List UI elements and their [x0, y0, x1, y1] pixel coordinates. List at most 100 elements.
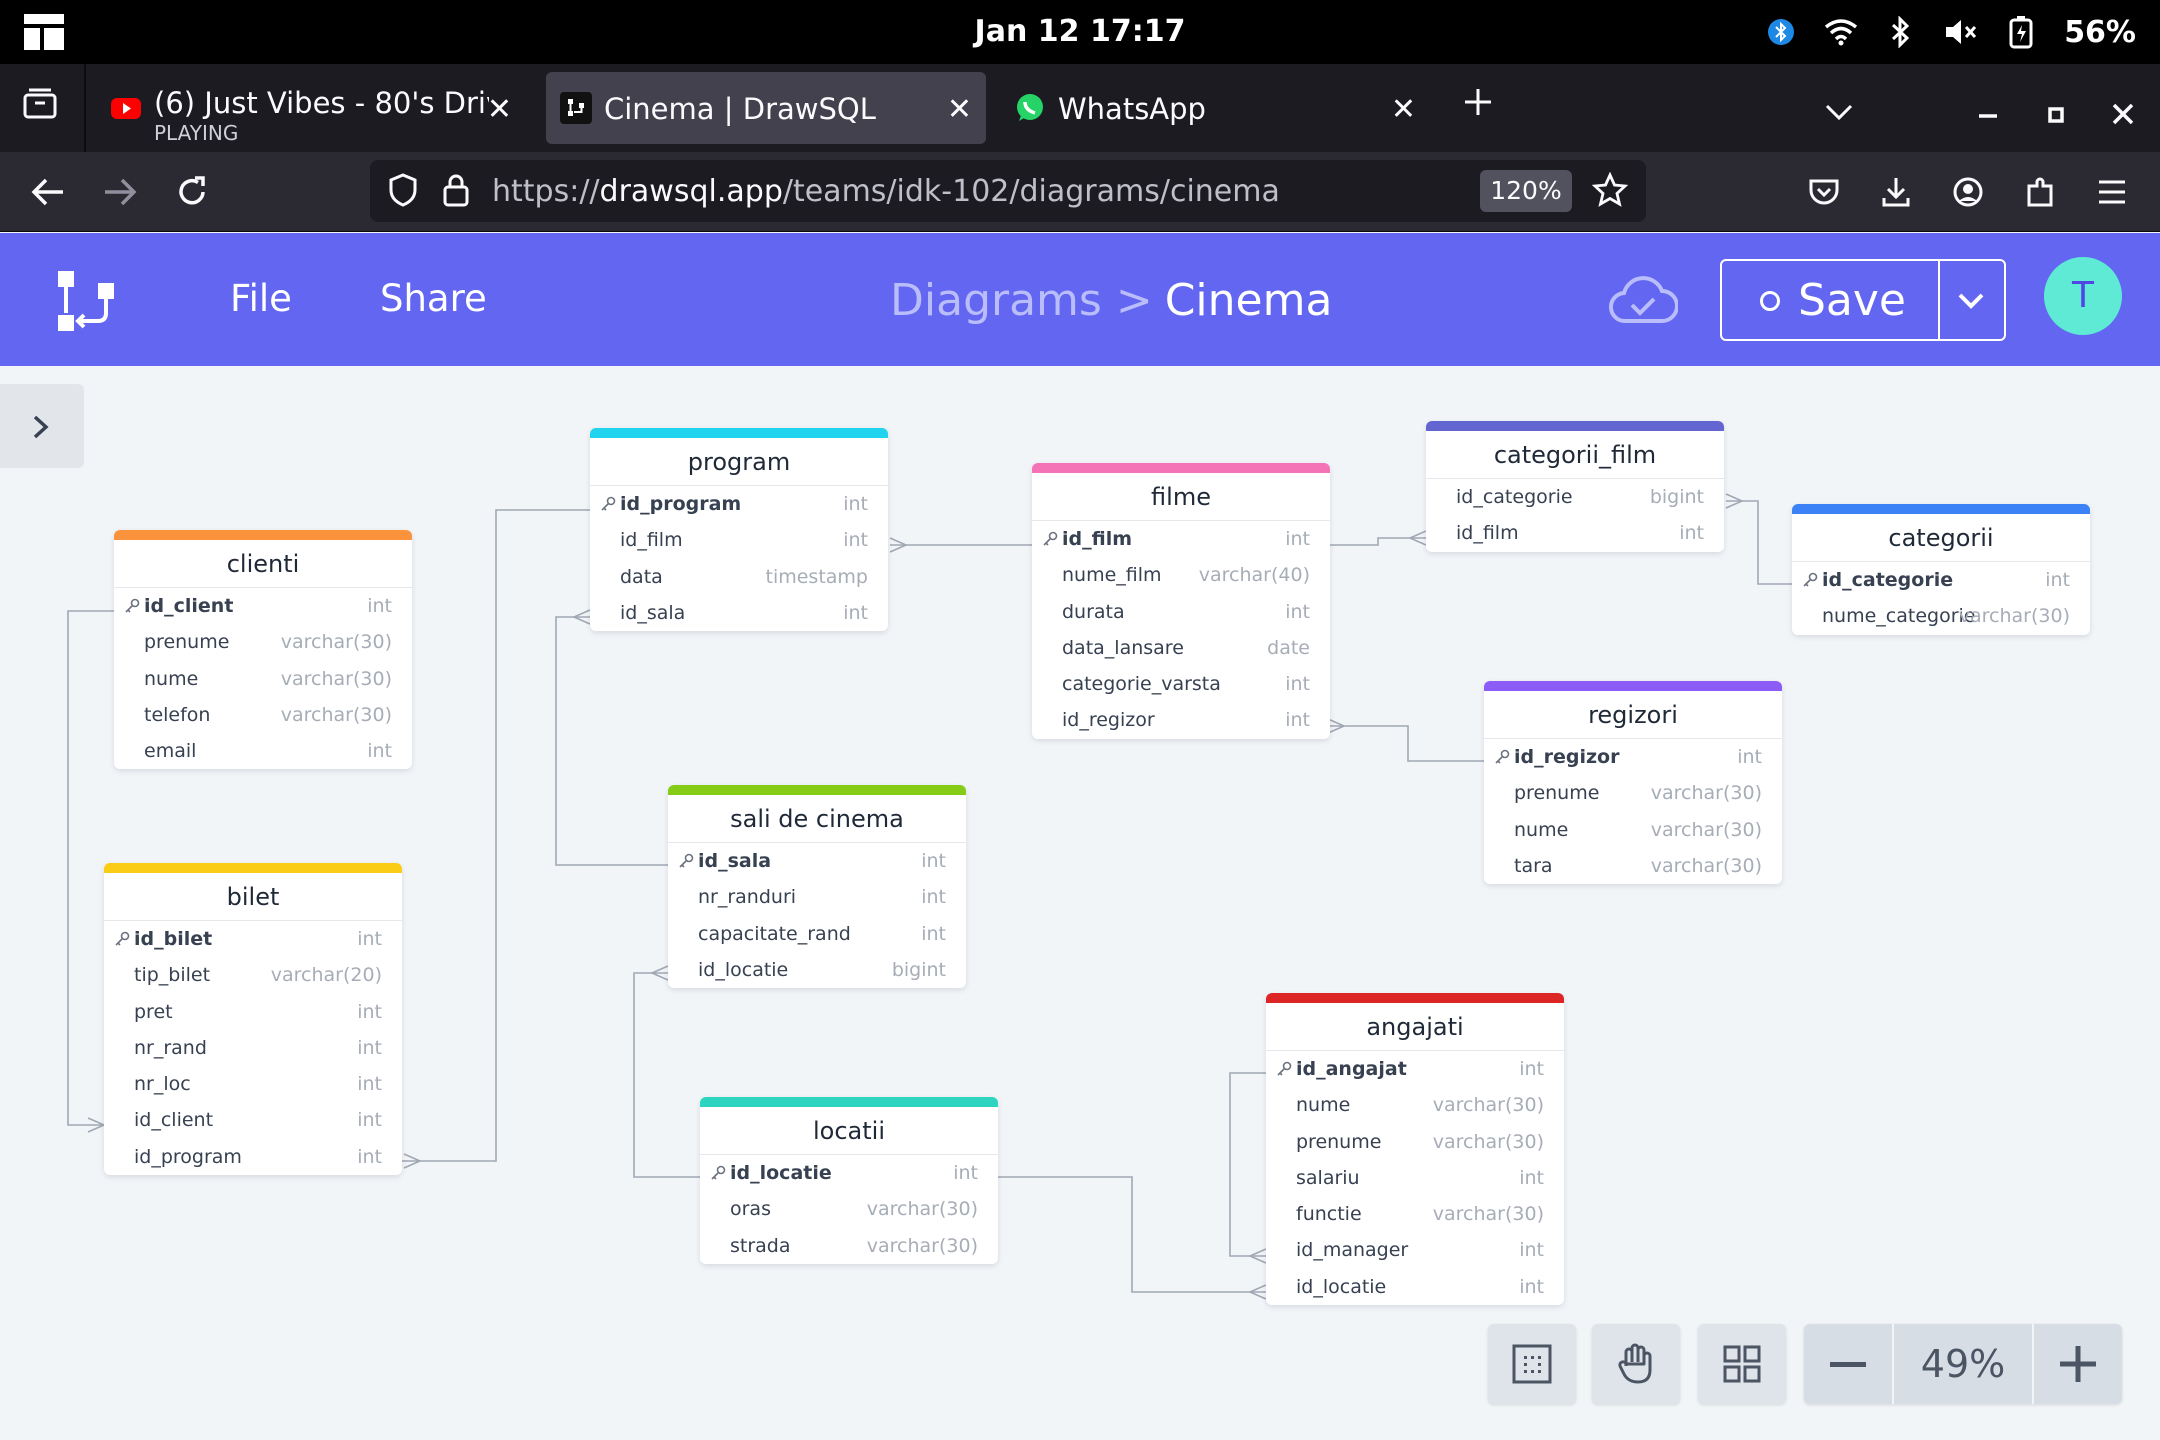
list-all-tabs-icon[interactable]: [1824, 92, 1854, 132]
breadcrumb-diagrams[interactable]: Diagrams >: [890, 275, 1153, 326]
reload-button[interactable]: [170, 170, 214, 214]
url-bar[interactable]: https://drawsql.app/teams/idk-102/diagra…: [370, 160, 1646, 222]
maximize-window-icon[interactable]: [2046, 94, 2066, 134]
table-name[interactable]: angajati: [1266, 993, 1564, 1051]
new-tab-button[interactable]: [1462, 86, 1494, 127]
table-name[interactable]: bilet: [104, 863, 402, 921]
table-name[interactable]: filme: [1032, 463, 1330, 521]
table-name[interactable]: categorii: [1792, 504, 2090, 562]
pan-tool-button[interactable]: [1592, 1324, 1680, 1404]
table-name[interactable]: sali de cinema: [668, 785, 966, 843]
tab-whatsapp[interactable]: WhatsApp ✕: [1000, 72, 1430, 144]
share-menu[interactable]: Share: [380, 277, 487, 320]
url-text[interactable]: https://drawsql.app/teams/idk-102/diagra…: [492, 174, 1280, 209]
shield-icon[interactable]: [388, 173, 418, 211]
table-name[interactable]: program: [590, 428, 888, 486]
forward-button[interactable]: [98, 170, 142, 214]
diagram-title[interactable]: Cinema: [1164, 275, 1333, 326]
app-menu-icon[interactable]: [2090, 170, 2134, 214]
zoom-out-button[interactable]: [1804, 1324, 1892, 1404]
close-tab-icon[interactable]: ✕: [486, 92, 512, 127]
close-tab-icon[interactable]: ✕: [946, 92, 972, 127]
minimize-window-icon[interactable]: [1978, 86, 1998, 131]
downloads-icon[interactable]: [1874, 170, 1918, 214]
sidebar-toggle[interactable]: [0, 384, 84, 468]
tab-drawsql[interactable]: Cinema | DrawSQL ✕: [546, 72, 986, 144]
tab-overview-icon[interactable]: [22, 86, 58, 129]
close-tab-icon[interactable]: ✕: [1390, 92, 1416, 127]
table-name[interactable]: regizori: [1484, 681, 1782, 739]
file-menu[interactable]: File: [230, 277, 292, 320]
save-options-chevron-icon[interactable]: [1956, 291, 1986, 315]
arrange-tables-button[interactable]: [1698, 1324, 1786, 1404]
page-zoom-indicator[interactable]: 120%: [1480, 170, 1572, 212]
zoom-level[interactable]: 49%: [1894, 1324, 2032, 1404]
table-name[interactable]: clienti: [114, 530, 412, 588]
save-button[interactable]: Save: [1720, 259, 2006, 341]
user-avatar[interactable]: T: [2044, 257, 2122, 335]
table-name[interactable]: locatii: [700, 1097, 998, 1155]
tab-youtube[interactable]: (6) Just Vibes - 80's Drivin PLAYING ✕: [96, 72, 526, 145]
lock-icon[interactable]: [442, 172, 470, 212]
table-name[interactable]: categorii_film: [1426, 421, 1724, 479]
extensions-icon[interactable]: [2018, 170, 2062, 214]
close-window-icon[interactable]: [2112, 94, 2134, 134]
activities-icon[interactable]: [24, 14, 64, 50]
account-icon[interactable]: [1946, 170, 1990, 214]
fit-to-screen-button[interactable]: [1488, 1324, 1576, 1404]
zoom-in-button[interactable]: [2034, 1324, 2122, 1404]
drawsql-logo-icon[interactable]: [56, 269, 120, 339]
back-button[interactable]: [26, 170, 70, 214]
